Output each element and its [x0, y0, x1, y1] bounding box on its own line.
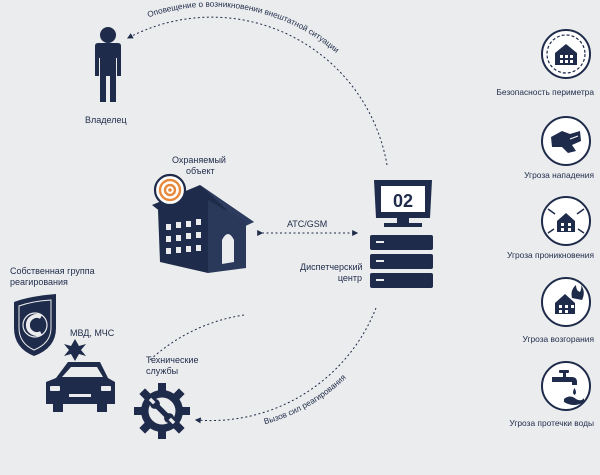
intrusion-icon — [541, 196, 591, 246]
technical-services-label-line-2: службы — [146, 366, 179, 376]
protected-house-icon — [152, 185, 254, 273]
dispatch-center-label-line-1: Диспетчерский — [300, 262, 363, 272]
dispatch-arc — [194, 307, 377, 424]
threat-label-fire: Угроза возгорания — [522, 334, 595, 344]
server-rack-icon — [370, 235, 433, 288]
threat-label-attack: Угроза нападения — [524, 170, 594, 180]
notification-arc — [126, 16, 388, 166]
technical-gear-icon — [134, 383, 190, 439]
response-group-label: Собственная группа реагирования — [10, 266, 95, 288]
dispatch-computer-icon: 02 — [374, 180, 432, 227]
arc-top-label: Оповещение о возникновении внештатной си… — [146, 0, 341, 55]
attack-icon — [541, 116, 591, 166]
dispatch-center-label: Диспетчерский центр — [300, 262, 363, 284]
response-group-label-line-1: Собственная группа — [10, 266, 95, 276]
technical-services-label: Технические службы — [146, 355, 198, 377]
police-emergency-label: МВД, МЧС — [70, 328, 115, 338]
perimeter-icon — [541, 29, 591, 79]
arc-bottom-label: Вызов сил реагирования — [263, 373, 348, 426]
sensor-icon — [153, 173, 187, 207]
threat-label-intrusion: Угроза проникновения — [507, 250, 594, 260]
police-car-icon — [46, 339, 115, 412]
owner-person-icon — [95, 27, 121, 102]
owner-label: Владелец — [85, 115, 127, 125]
response-group-shield-icon — [14, 294, 56, 356]
threat-label-water-leak: Угроза протечки воды — [509, 418, 594, 428]
response-group-label-line-2: реагирования — [10, 277, 68, 287]
monitor-number: 02 — [393, 191, 413, 211]
technical-services-label-line-1: Технические — [146, 355, 199, 365]
protected-object-label: Охраняемый объект — [172, 155, 226, 177]
dispatch-center-label-line-2: центр — [337, 273, 362, 283]
protected-object-label-line-1: Охраняемый — [172, 155, 226, 165]
fire-icon — [541, 277, 591, 327]
threat-label-perimeter: Безопасность периметра — [496, 87, 594, 97]
protected-object-label-line-2: объект — [186, 166, 215, 176]
water-leak-icon — [541, 361, 591, 411]
channel-label: АТС/GSM — [287, 219, 327, 229]
arc-left-fragment — [149, 314, 245, 361]
